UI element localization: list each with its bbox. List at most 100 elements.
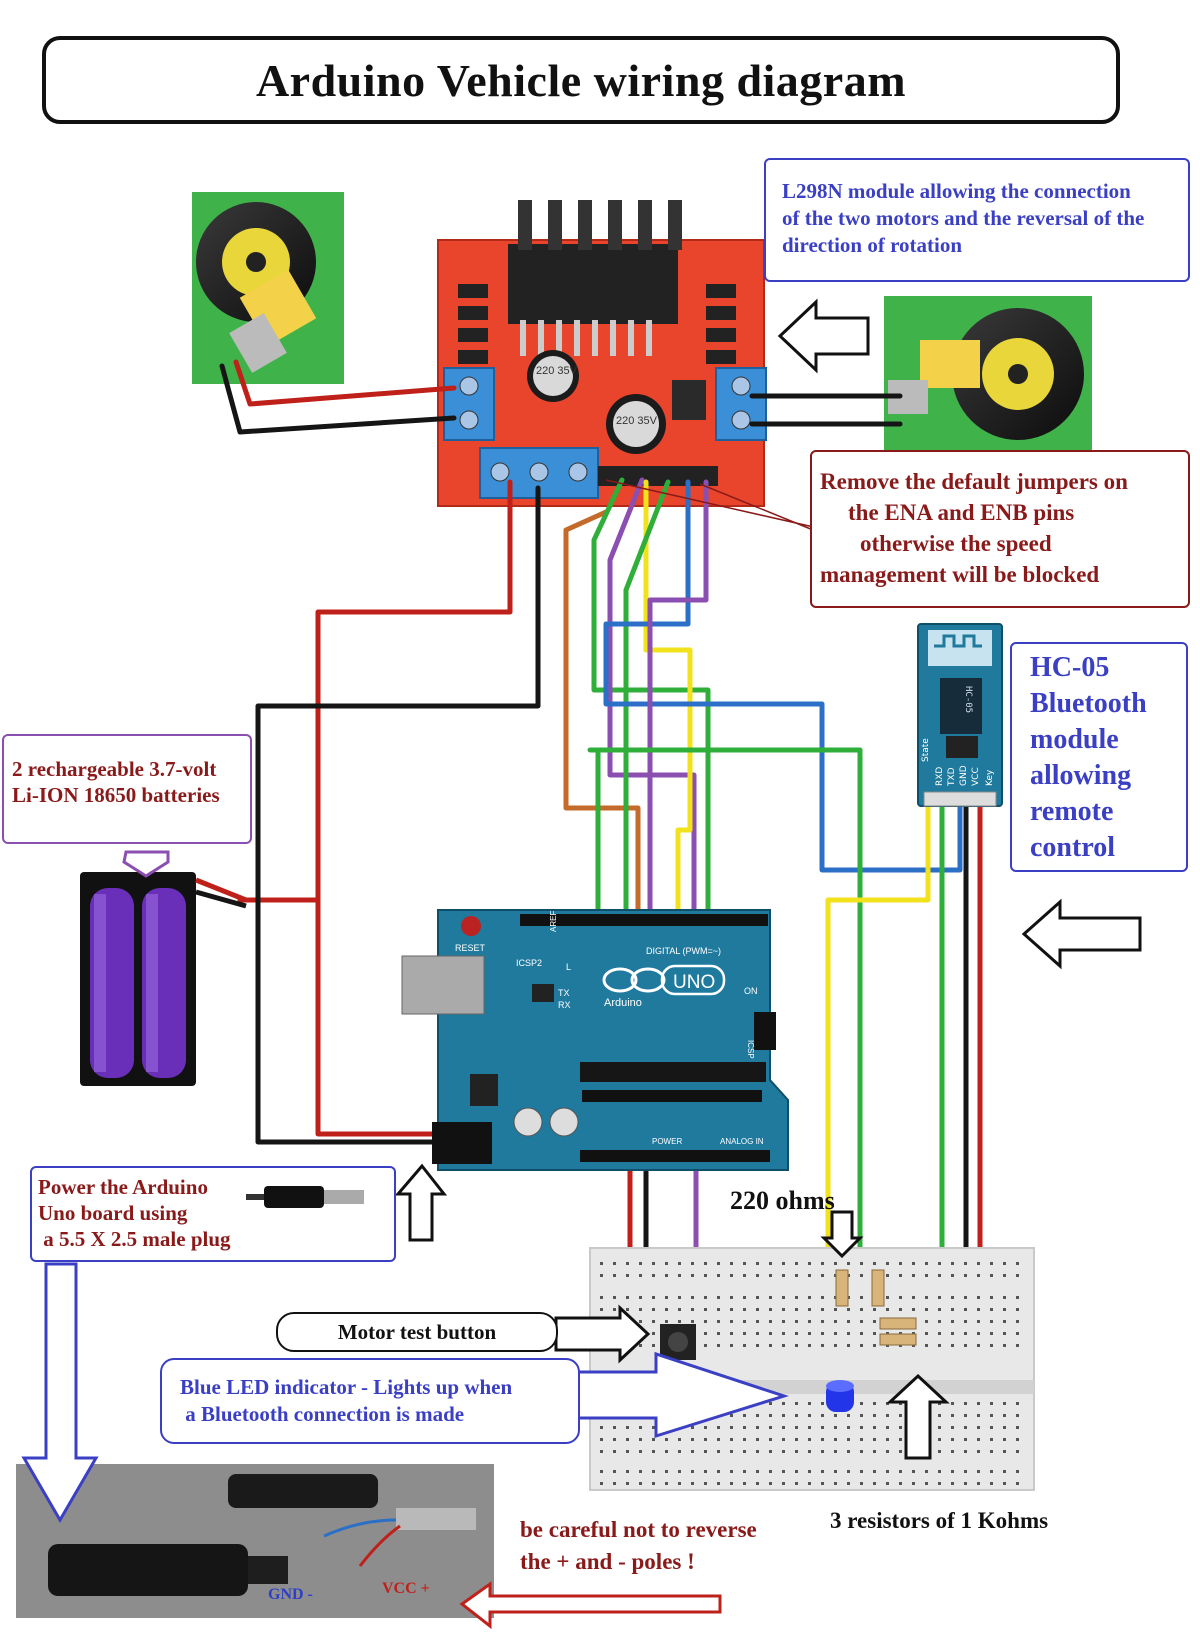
breadboard-hole: [743, 1470, 746, 1473]
breadboard-hole: [847, 1470, 850, 1473]
icsp2-label: ICSP2: [516, 958, 542, 968]
breadboard-hole: [704, 1438, 707, 1441]
breadboard-hole: [678, 1438, 681, 1441]
breadboard-hole: [1016, 1308, 1019, 1311]
breadboard-hole: [730, 1262, 733, 1265]
breadboard-hole: [977, 1308, 980, 1311]
l298n-line-3: direction of rotation: [782, 233, 963, 257]
breadboard-hole: [678, 1450, 681, 1453]
breadboard-hole: [951, 1296, 954, 1299]
breadboard-hole: [639, 1482, 642, 1485]
power-line-3: a 5.5 X 2.5 male plug: [38, 1227, 231, 1251]
breadboard-hole: [652, 1262, 655, 1265]
breadboard-hole: [626, 1438, 629, 1441]
breadboard-hole: [600, 1274, 603, 1277]
reset-label: RESET: [455, 943, 486, 953]
breadboard-hole: [899, 1296, 902, 1299]
breadboard-hole: [860, 1470, 863, 1473]
breadboard-hole: [652, 1344, 655, 1347]
breadboard-hole: [1016, 1482, 1019, 1485]
led-line-1: Blue LED indicator - Lights up when: [180, 1375, 513, 1399]
breadboard-hole: [925, 1320, 928, 1323]
wire-green-1: [591, 477, 711, 915]
breadboard-hole: [600, 1438, 603, 1441]
breadboard-hole: [717, 1450, 720, 1453]
breadboard-hole: [717, 1262, 720, 1265]
breadboard-hole: [821, 1344, 824, 1347]
breadboard-hole: [795, 1414, 798, 1417]
jumpers-callout: Remove the default jumpers on the ENA an…: [810, 450, 1190, 608]
breadboard-hole: [665, 1274, 668, 1277]
breadboard-hole: [938, 1262, 941, 1265]
breadboard-hole: [899, 1274, 902, 1277]
wire-battery-red-barrel: [315, 897, 441, 1137]
breadboard-hole: [665, 1308, 668, 1311]
breadboard-hole: [1016, 1414, 1019, 1417]
breadboard-hole: [821, 1274, 824, 1277]
breadboard-hole: [886, 1470, 889, 1473]
breadboard-hole: [808, 1414, 811, 1417]
breadboard-hole: [639, 1344, 642, 1347]
breadboard-hole: [860, 1426, 863, 1429]
breadboard-hole: [886, 1482, 889, 1485]
breadboard-hole: [821, 1470, 824, 1473]
breadboard-hole: [808, 1274, 811, 1277]
breadboard-hole: [626, 1308, 629, 1311]
breadboard-hole: [1003, 1426, 1006, 1429]
breadboard-hole: [990, 1262, 993, 1265]
breadboard-hole: [873, 1344, 876, 1347]
breadboard-hole: [704, 1308, 707, 1311]
breadboard-hole: [938, 1308, 941, 1311]
breadboard-hole: [886, 1296, 889, 1299]
breadboard-hole: [1003, 1262, 1006, 1265]
breadboard-hole: [691, 1470, 694, 1473]
breadboard-hole: [691, 1426, 694, 1429]
breadboard-hole: [782, 1414, 785, 1417]
breadboard-hole: [912, 1296, 915, 1299]
breadboard-hole: [1003, 1308, 1006, 1311]
breadboard-hole: [704, 1262, 707, 1265]
breadboard-hole: [951, 1470, 954, 1473]
breadboard-hole: [691, 1482, 694, 1485]
breadboard-hole: [1003, 1344, 1006, 1347]
bt-pin-txd: TXD: [947, 767, 957, 787]
breadboard-hole: [912, 1262, 915, 1265]
breadboard-hole: [1016, 1470, 1019, 1473]
breadboard-hole: [938, 1274, 941, 1277]
breadboard-hole: [691, 1320, 694, 1323]
breadboard-hole: [821, 1438, 824, 1441]
jumpers-line-1: Remove the default jumpers on: [820, 469, 1128, 494]
breadboard-hole: [847, 1482, 850, 1485]
breadboard-hole: [743, 1450, 746, 1453]
left-motor-photo: [192, 192, 344, 384]
breadboard-hole: [1003, 1402, 1006, 1405]
breadboard-hole: [808, 1482, 811, 1485]
breadboard-hole: [808, 1320, 811, 1323]
breadboard-hole: [743, 1262, 746, 1265]
breadboard-hole: [782, 1274, 785, 1277]
arrow-to-barrel: [394, 1163, 448, 1242]
breadboard-hole: [730, 1450, 733, 1453]
breadboard-hole: [730, 1332, 733, 1335]
breadboard-hole: [704, 1470, 707, 1473]
power-callout: Power the Arduino Uno board using a 5.5 …: [30, 1166, 396, 1262]
breadboard-hole: [912, 1470, 915, 1473]
arrow-motor-button: [554, 1304, 651, 1364]
breadboard-hole: [795, 1438, 798, 1441]
careful-label: be careful not to reverse the + and - po…: [520, 1514, 757, 1578]
breadboard-hole: [769, 1344, 772, 1347]
breadboard-hole: [743, 1320, 746, 1323]
motor-button-callout: Motor test button: [276, 1312, 558, 1352]
hc05-line-2: Bluetooth: [1030, 688, 1147, 719]
breadboard-hole: [925, 1344, 928, 1347]
breadboard-hole: [990, 1438, 993, 1441]
breadboard-hole: [808, 1450, 811, 1453]
breadboard-hole: [613, 1470, 616, 1473]
breadboard-hole: [756, 1320, 759, 1323]
breadboard-hole: [964, 1274, 967, 1277]
arduino-logo: [602, 964, 726, 996]
breadboard-hole: [847, 1414, 850, 1417]
breadboard-hole: [795, 1332, 798, 1335]
breadboard-hole: [990, 1274, 993, 1277]
breadboard-hole: [717, 1438, 720, 1441]
